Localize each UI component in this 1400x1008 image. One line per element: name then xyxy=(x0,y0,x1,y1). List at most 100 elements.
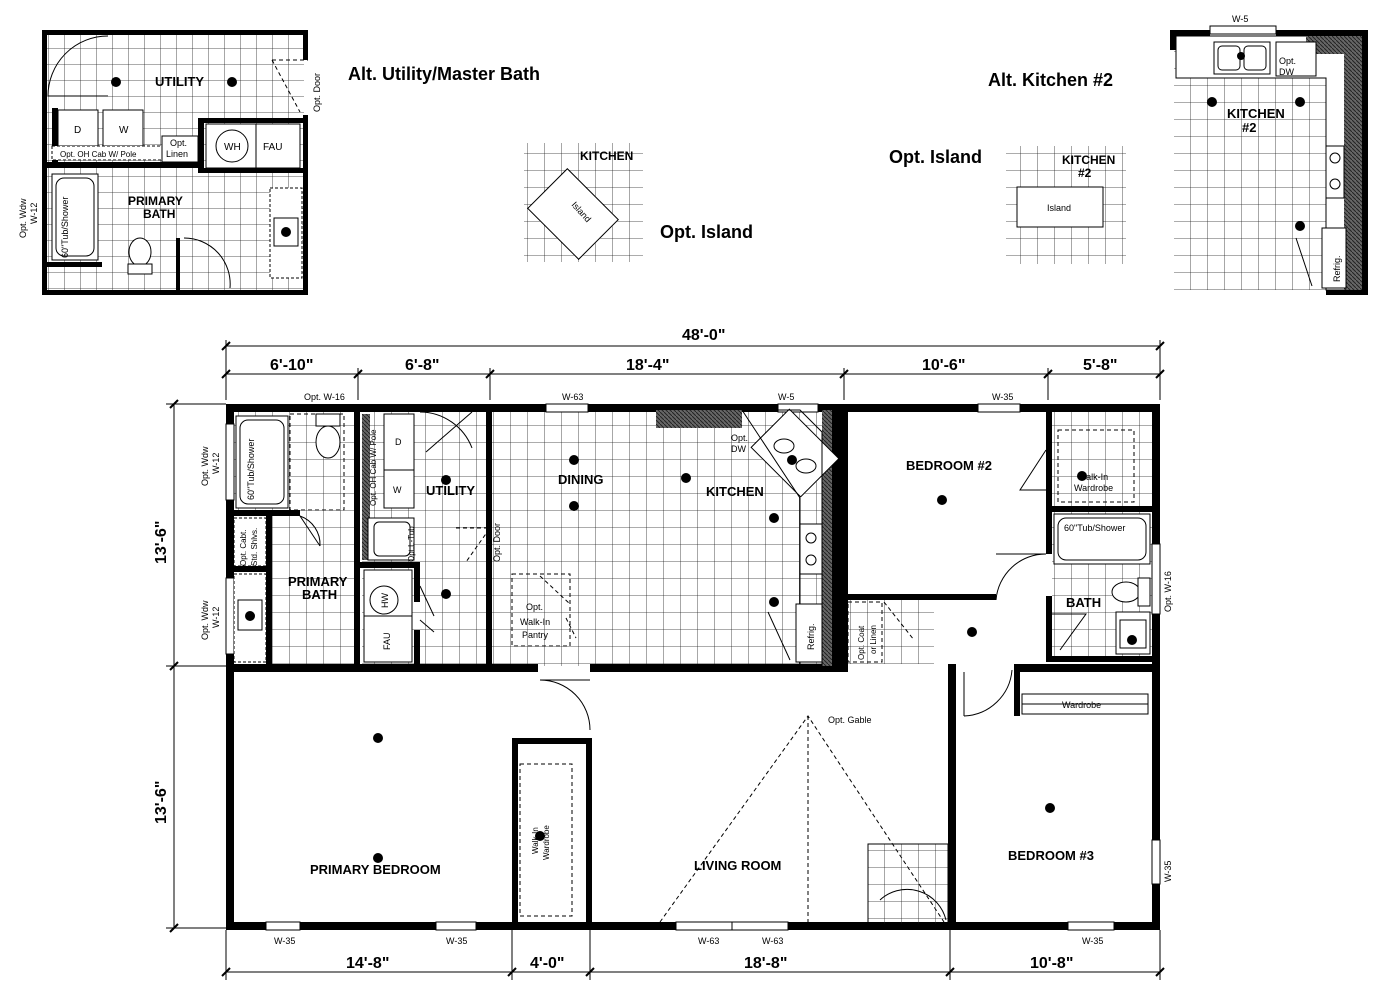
alt-kitchen2-label-1: KITCHEN xyxy=(1227,106,1285,121)
alt-wh-label: WH xyxy=(224,142,241,153)
light-primary-bedroom-2 xyxy=(373,853,383,863)
ceiling-lights xyxy=(245,455,1137,863)
label-tub-bath: 60"Tub/Shower xyxy=(1064,523,1125,533)
light-bedroom3 xyxy=(1045,803,1055,813)
label-w12-1: W-12 xyxy=(211,453,221,474)
alt-opt-linen-2: Linen xyxy=(166,149,188,159)
alt-shelf-label: Opt. OH Cab W/ Pole xyxy=(60,150,137,159)
light-kitchen-4 xyxy=(769,597,779,607)
label-opt-cabt: Opt. Cabt. xyxy=(239,530,248,566)
label-w12-2: W-12 xyxy=(211,607,221,628)
alt-fau-label: FAU xyxy=(263,142,282,153)
label-opt-wdw-2: Opt. Wdw xyxy=(200,600,210,640)
island-inset-right-label: Island xyxy=(1047,203,1071,213)
light-walkin xyxy=(1077,471,1087,481)
label-refrig: Refrig. xyxy=(806,623,816,650)
dim-bottom-1: 14'-8" xyxy=(346,955,389,972)
alt-utility-room-label: UTILITY xyxy=(155,74,204,89)
label-w35-b3: W-35 xyxy=(1082,936,1103,946)
label-w35-right: W-35 xyxy=(1163,861,1173,882)
alt-kitchen2-light-2 xyxy=(1295,97,1305,107)
alt-kitchen2-inset: W-5 Opt. DW Refrig. KITCHEN #2 xyxy=(1170,14,1368,295)
alt-kitchen2-opt: Opt. xyxy=(1279,56,1296,66)
label-pantry-3: Pantry xyxy=(522,630,549,640)
island-inset-right-kitchen-2: #2 xyxy=(1078,166,1092,180)
dim-side-2: 13'-6" xyxy=(153,781,170,824)
label-wardrobe: Wardrobe xyxy=(1062,700,1101,710)
alt-w12: W-12 xyxy=(29,203,39,224)
label-hw: HW xyxy=(380,593,390,608)
alt-kitchen2-dw: DW xyxy=(1279,67,1294,77)
alt-light-2 xyxy=(227,77,237,87)
room-primary-bedroom: PRIMARY BEDROOM xyxy=(310,862,441,877)
room-bedroom2: BEDROOM #2 xyxy=(906,458,992,473)
room-kitchen: KITCHEN xyxy=(706,484,764,499)
light-primary-bedroom-1 xyxy=(373,733,383,743)
alt-utility-title: Alt. Utility/Master Bath xyxy=(348,64,540,84)
alt-washer-label: W xyxy=(119,125,129,136)
alt-kitchen2-title: Alt. Kitchen #2 xyxy=(988,70,1113,90)
dim-side-1: 13'-6" xyxy=(153,521,170,564)
label-fau: FAU xyxy=(382,632,392,650)
alt-kitchen2-light-3 xyxy=(1295,221,1305,231)
dim-bottom-3: 18'-8" xyxy=(744,955,787,972)
label-dryer: D xyxy=(395,437,402,447)
dim-top-1: 6'-10" xyxy=(270,357,313,374)
light-kitchen-3 xyxy=(769,513,779,523)
light-walkin-wardrobe xyxy=(535,831,545,841)
label-opt-dw-2: DW xyxy=(731,444,746,454)
walls xyxy=(226,404,1160,930)
opt-island-title-left: Opt. Island xyxy=(660,222,753,242)
alt-kitchen2-label-2: #2 xyxy=(1242,120,1256,135)
dim-bottom-4: 10'-8" xyxy=(1030,955,1073,972)
label-opt-wdw-1: Opt. Wdw xyxy=(200,446,210,486)
label-w35-top: W-35 xyxy=(992,392,1013,402)
dim-top-3: 18'-4" xyxy=(626,357,669,374)
label-w63-b1: W-63 xyxy=(698,936,719,946)
island-inset-right: Island KITCHEN #2 xyxy=(1006,146,1126,264)
label-w35-b1: W-35 xyxy=(274,936,295,946)
label-opt-door: Opt. Door xyxy=(492,523,502,562)
dim-overall: 48'-0" xyxy=(682,327,725,344)
label-opt-oh-cab: Opt. OH Cab W/ Pole xyxy=(369,429,378,506)
alt-tub-label: 60"Tub/Shower xyxy=(60,197,70,258)
label-std-shlvs: Std. Shlvs. xyxy=(250,528,259,566)
light-primary-bath xyxy=(245,611,255,621)
alt-opt-door-label: Opt. Door xyxy=(312,73,322,112)
alt-opt-wdw: Opt. Wdw xyxy=(18,198,28,238)
alt-utility-inset: D W Opt. OH Cab W/ Pole Opt. Linen WH FA… xyxy=(18,30,322,295)
alt-opt-linen-1: Opt. xyxy=(170,138,187,148)
label-opt-gable: Opt. Gable xyxy=(828,715,872,725)
room-utility: UTILITY xyxy=(426,483,475,498)
fixtures xyxy=(233,408,1151,925)
alt-kitchen2-refrig: Refrig. xyxy=(1332,255,1342,282)
label-opt-w16-right: Opt. W-16 xyxy=(1163,571,1173,612)
room-bath: BATH xyxy=(1066,595,1101,610)
light-utility xyxy=(441,475,451,485)
light-hall xyxy=(967,627,977,637)
light-dining-2 xyxy=(569,501,579,511)
room-primary-bath-1: PRIMARY xyxy=(288,574,348,589)
island-inset-right-kitchen-1: KITCHEN xyxy=(1062,153,1115,167)
room-living-room: LIVING ROOM xyxy=(694,858,781,873)
island-inset-left: Island KITCHEN xyxy=(524,143,643,262)
dim-top-2: 6'-8" xyxy=(405,357,440,374)
dim-top-5: 5'-8" xyxy=(1083,357,1118,374)
label-or-linen: or Linen xyxy=(869,625,878,654)
label-walkin-wardrobe-v1: Walk-In xyxy=(531,827,540,854)
label-w63-top: W-63 xyxy=(562,392,583,402)
light-dining-1 xyxy=(569,455,579,465)
dim-top-4: 10'-6" xyxy=(922,357,965,374)
light-utility-2 xyxy=(441,589,451,599)
alt-bath-light xyxy=(281,227,291,237)
label-w35-b2: W-35 xyxy=(446,936,467,946)
light-bath xyxy=(1127,635,1137,645)
label-pantry-1: Opt. xyxy=(526,602,543,612)
alt-primary-bath-2: BATH xyxy=(143,207,175,221)
fixture-labels: Opt. W-16 W-63 W-5 W-35 Opt. DW Walk-In … xyxy=(200,392,1173,946)
windows xyxy=(225,403,1161,931)
label-tub-main: 60"Tub/Shower xyxy=(246,439,256,500)
dimension-lines xyxy=(166,340,1165,980)
room-primary-bath-2: BATH xyxy=(302,587,337,602)
